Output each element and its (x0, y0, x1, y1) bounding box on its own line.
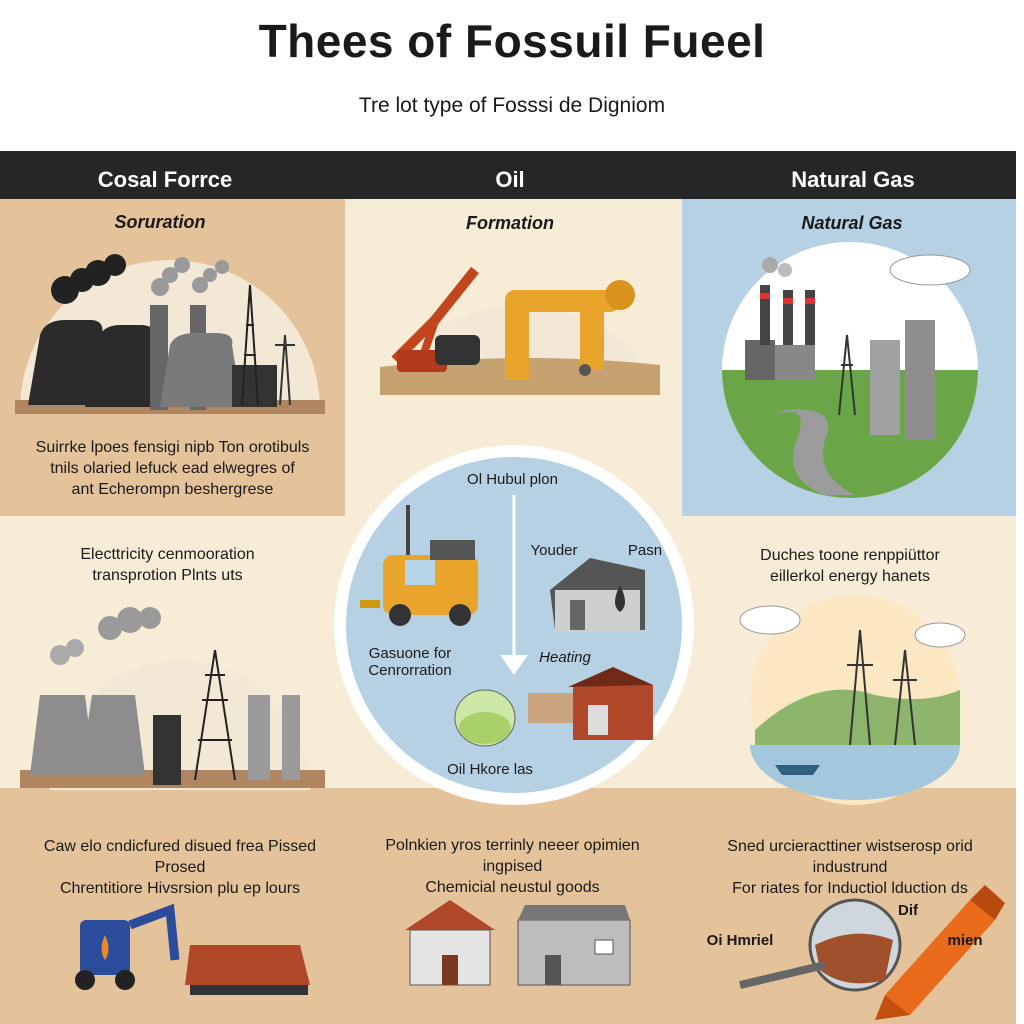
gas-plant-icon (722, 242, 978, 498)
house-icon (405, 900, 631, 986)
oil-jar-icon (454, 689, 516, 747)
gas-panel-title: Natural Gas (801, 213, 903, 233)
oil-label-gasoline-line-2: Cenrorration (368, 662, 452, 679)
gas-uses-line-2: eillerkol energy hanets (769, 568, 931, 585)
excavator-icon (380, 266, 660, 395)
oil-bottom-line-2: ingpised (482, 858, 543, 875)
coal-bottom-line-1: Caw elo cndicfured disued frea Pissed (43, 838, 317, 855)
gas-bottom-line-3: For riates for Inductiol lduction ds (732, 880, 968, 897)
excavator-icon (75, 903, 310, 995)
coal-description-line-1: Suirrke lpoes fensigi nipb Ton orotibuls (35, 439, 310, 456)
power-plant-icon (15, 254, 325, 414)
column-header-bar: Cosal Forrce Oil Natural Gas (0, 151, 1016, 199)
coal-bottom-line-2: Prosed (154, 859, 206, 876)
power-tower-icon (20, 607, 325, 790)
oil-bottom-text: Polnkien yros terrinly neeer opimien ing… (360, 835, 665, 898)
page-subtitle: Tre lot type of Fosssi de Digniom (358, 94, 666, 117)
coal-uses-line-1: Electtricity cenmooration (80, 546, 255, 563)
oil-label-heating: Heating (539, 649, 591, 666)
coal-description: Suirrke lpoes fensigi nipb Ton orotibuls… (10, 437, 335, 500)
gas-tool-label-right: mien (947, 932, 983, 949)
coal-uses-line-2: transprotion Plnts uts (92, 567, 243, 584)
page-title: Thees of Fossuil Fueel (258, 15, 766, 67)
coal-description-line-3: ant Echerompn beshergrese (71, 481, 274, 498)
oil-bottom-line-1: Polnkien yros terrinly neeer opimien (385, 837, 640, 854)
house-icon (528, 667, 653, 740)
crayon-icon (739, 885, 1005, 1020)
boat-icon (739, 595, 966, 805)
column-header-gas: Natural Gas (791, 167, 915, 192)
column-header-coal: Cosal Forrce (97, 167, 233, 192)
coal-bottom-line-3: Chrentitiore Hivsrsion plu ep lours (59, 880, 301, 897)
oil-panel-title: Formation (466, 213, 554, 233)
oil-label-gasoline: Gasuone for Cenrorration (355, 645, 465, 679)
gas-bottom-line-1: Sned urcieracttiner wistserosp orid (727, 838, 973, 855)
gas-bottom-line-2: industrund (812, 859, 888, 876)
oil-bottom-line-3: Chemicial neustul goods (425, 879, 600, 896)
gas-uses-title: Duches toone renppiüttor eillerkol energ… (720, 545, 980, 587)
coal-bottom-text: Caw elo cndicfured disued frea Pissed Pr… (15, 836, 345, 899)
gas-tool-label-dif: Dif (898, 902, 918, 919)
oil-label-pasn: Pasn (627, 542, 663, 559)
gas-uses-line-1: Duches toone renppiüttor (760, 547, 940, 564)
oil-label-bottom: Oil Hkore las (447, 761, 533, 778)
coal-description-line-2: tnils olaried lefuck ead elwegres of (50, 460, 295, 477)
oil-label-gasoline-line-1: Gasuone for (368, 645, 452, 662)
gas-bottom-text: Sned urcieracttiner wistserosp orid indu… (690, 836, 1010, 899)
oil-circle-title: Ol Hubul plon (467, 471, 558, 488)
coal-uses-title: Electtricity cenmooration transprotion P… (20, 544, 315, 586)
truck-icon (360, 505, 478, 626)
oil-label-youder: Youder (530, 542, 578, 559)
gas-tool-label-left: Oi Hmriel (706, 932, 774, 949)
coal-panel-title: Soruration (114, 212, 206, 232)
column-header-oil: Oil (495, 167, 525, 192)
house-icon (550, 558, 645, 632)
